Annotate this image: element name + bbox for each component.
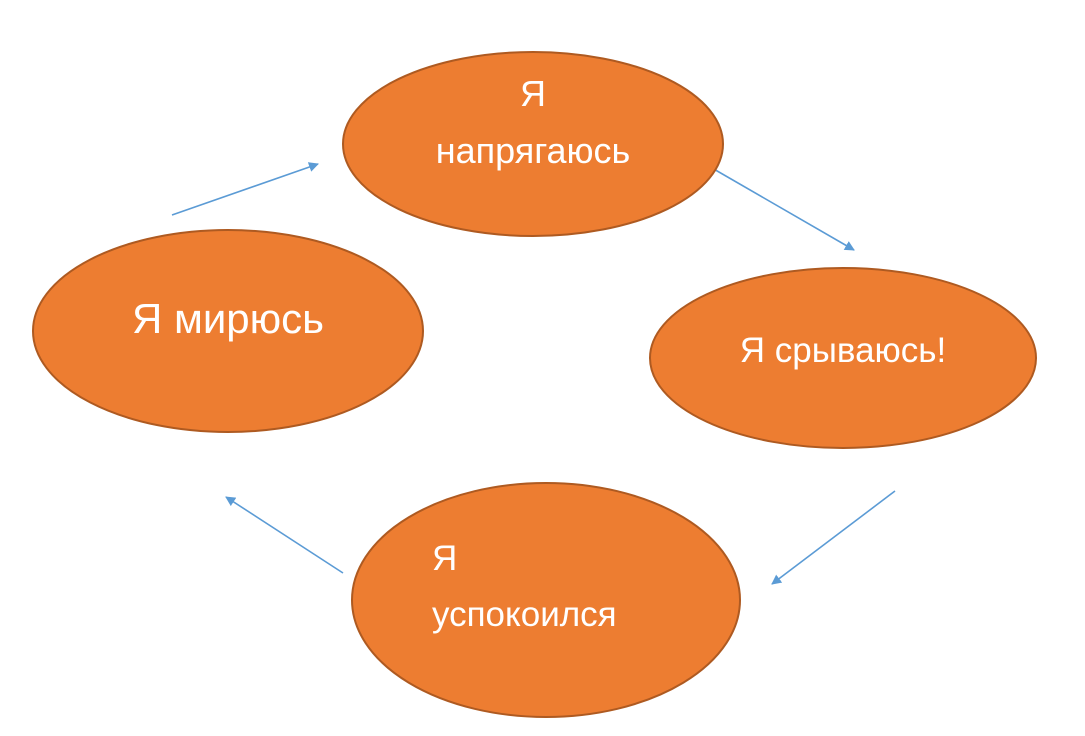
- node-tense: Я напрягаюсь: [342, 51, 724, 237]
- node-reconcile-label: Я мирюсь: [132, 295, 324, 342]
- node-tense-label-line2: напрягаюсь: [436, 130, 631, 171]
- arrow-reconcile-to-tense: [171, 162, 319, 216]
- arrow-tense-to-snap: [711, 167, 855, 251]
- node-calm: Я успокоился: [351, 482, 741, 718]
- node-snap: Я срываюсь!: [649, 267, 1037, 449]
- node-reconcile: Я мирюсь: [32, 229, 424, 433]
- node-calm-label-line1: Я: [432, 539, 457, 578]
- arrow-snap-to-calm: [771, 490, 896, 585]
- node-snap-label: Я срываюсь!: [740, 331, 947, 370]
- node-tense-shape: [342, 51, 724, 237]
- node-reconcile-shape: [32, 229, 424, 433]
- node-tense-label-line1: Я: [520, 73, 546, 114]
- node-snap-shape: [649, 267, 1037, 449]
- node-calm-label-line2: успокоился: [432, 595, 617, 634]
- arrow-calm-to-reconcile: [225, 496, 344, 574]
- node-calm-shape: [351, 482, 741, 718]
